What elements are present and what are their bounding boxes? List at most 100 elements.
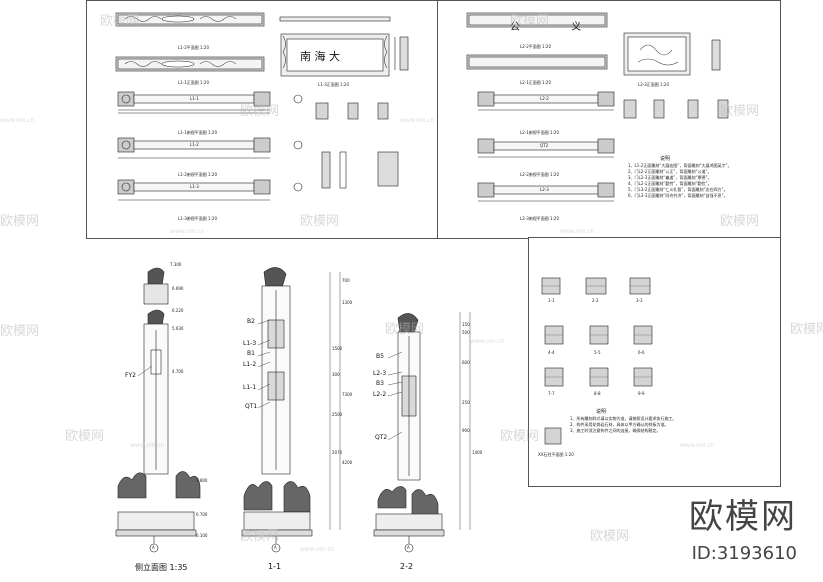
- sec2-tag-b5: B5: [376, 353, 384, 360]
- tl-panel-characters: 南 海 大: [300, 50, 340, 63]
- tr-plan-label-3: L2-3正面图 1:20: [638, 82, 670, 87]
- dim-10: 500: [462, 330, 470, 335]
- side-elevation-title: 侧立面图 1:35: [135, 563, 188, 572]
- br-tag-3: 3-3: [636, 298, 643, 303]
- br-caption: XX石柱平面图 1:20: [538, 452, 574, 457]
- watermark-logo-2: 欧模网: [510, 14, 550, 29]
- side-level-6: 1.800: [196, 478, 208, 483]
- dim-14: 900: [462, 428, 470, 433]
- sec2-tag-l2-2: L2-2: [373, 391, 387, 398]
- dim-1: 700: [342, 278, 350, 283]
- sec1-tag-l1-3: L1-3: [243, 340, 257, 347]
- tr-section-title-1: L2-1俯视平面图 1:20: [520, 130, 560, 135]
- tr-note-6: 6、门L3-3正面雕刻“同舟共济”，背面雕刻“自强不息”。: [628, 193, 728, 198]
- brand-logo: 欧模网: [689, 497, 797, 537]
- watermark-site-1: www.om.cn: [0, 117, 35, 124]
- side-level-3: 6.220: [172, 308, 184, 313]
- br-note-2: 2、构件采用花岗岩石材，具体以甲方确认的样板为准。: [570, 422, 669, 427]
- br-note-1: 1、所有雕刻样式请以实物为准，请按照设计要求执行施工。: [570, 416, 677, 421]
- tl-section-tag-1: L1-1: [190, 96, 199, 101]
- watermark-logo-14: 欧模网: [590, 529, 630, 544]
- tr-note-1: 1、L1-2正面雕刻“大展宏图”，背面雕刻“大展鸿图英才”。: [628, 163, 732, 168]
- side-level-4: 5.630: [172, 326, 184, 331]
- dim-11: 150: [462, 322, 470, 327]
- watermark-logo-1: 欧模网: [100, 14, 140, 29]
- watermark-site-5: www.om.cn: [470, 338, 505, 345]
- br-tag-4: 4-4: [548, 350, 555, 355]
- watermark-site-7: www.om.cn: [680, 442, 715, 449]
- top-right-drawing-sheet: [437, 0, 781, 239]
- tr-note-4: 4、门L2-1正面雕刻“勤劳”，背面雕刻“勤俭”。: [628, 181, 712, 186]
- section-2-title: 2-2: [400, 562, 414, 571]
- axis-mark-1: A: [152, 545, 155, 550]
- side-level-8: 0.100: [196, 533, 208, 538]
- tr-note-2: 2、门L2-2正面雕刻“公正”，背面雕刻“公道”。: [628, 169, 712, 174]
- watermark-logo-7: 欧模网: [720, 214, 760, 229]
- dim-3: 1500: [332, 346, 343, 351]
- dim-9: 1400: [472, 450, 483, 455]
- dim-4: 300: [332, 372, 340, 377]
- section-1-title: 1-1: [268, 562, 282, 571]
- tr-plan-label-2: L2-1正面图 1:20: [520, 80, 552, 85]
- dim-13: 250: [462, 400, 470, 405]
- tl-section-title-3: L1-3俯视平面图 1:20: [178, 216, 218, 221]
- side-level-5: 4.700: [172, 369, 184, 374]
- side-level-2: 6.690: [172, 286, 184, 291]
- dim-12: 600: [462, 360, 470, 365]
- brand-id: ID:3193610: [691, 543, 797, 564]
- tl-plan-label-1: L1-2平面图 1:20: [178, 45, 210, 50]
- tr-section-title-3: L2-3俯视平面图 1:20: [520, 216, 560, 221]
- side-level-1: 7.300: [170, 262, 182, 267]
- tl-section-tag-3: L1-3: [190, 184, 199, 189]
- watermark-logo-13: 欧模网: [240, 529, 280, 544]
- watermark-site-4: www.om.cn: [560, 228, 595, 235]
- dim-7: 4200: [342, 460, 353, 465]
- br-note-3: 3、施工时须注意构件之间的连接，确保结构稳定。: [570, 428, 661, 433]
- watermark-site-2: www.om.cn: [400, 117, 435, 124]
- tr-note-3: 3、门L2-3正面雕刻“義道”，背面雕刻“厚德”。: [628, 175, 712, 180]
- side-tag-fy2: FY2: [125, 372, 136, 379]
- br-tag-7: 7-7: [548, 391, 555, 396]
- tr-note-5: 5、门L3-2正面雕刻“仁义礼智”，背面雕刻“志在四方”。: [628, 187, 728, 192]
- dim-6: 2070: [332, 450, 343, 455]
- sec2-tag-b3: B3: [376, 380, 384, 387]
- watermark-logo-9: 欧模网: [385, 322, 425, 337]
- watermark-logo-3: 欧模网: [240, 104, 280, 119]
- tr-section-tag-3: L2-3: [540, 187, 549, 192]
- br-tag-1: 1-1: [548, 298, 555, 303]
- sec2-tag-l2-3: L2-3: [373, 370, 387, 377]
- watermark-logo-12: 欧模网: [500, 429, 540, 444]
- br-tag-2: 2-2: [592, 298, 599, 303]
- bottom-right-drawing-sheet: [528, 237, 781, 487]
- tl-plan-label-3: L1-3正面图 1:20: [318, 82, 350, 87]
- watermark-site-8: www.om.cn: [300, 546, 335, 553]
- watermark-site-3: www.om.cn: [170, 228, 205, 235]
- tr-plan-label-1: L2-2平面图 1:20: [520, 44, 552, 49]
- dim-5: 2500: [332, 412, 343, 417]
- tr-section-tag-2: QT2: [540, 143, 549, 148]
- tl-section-tag-2: L1-2: [190, 142, 199, 147]
- br-tag-8: 8-8: [594, 391, 601, 396]
- axis-mark-2: A: [274, 545, 277, 550]
- dim-2: 1300: [342, 300, 353, 305]
- tr-panel-characters: 公 义: [510, 22, 606, 33]
- watermark-logo-5: 欧模网: [0, 214, 40, 229]
- sec1-tag-b1: B1: [247, 350, 255, 357]
- tr-section-title-2: L2-2俯视平面图 1:20: [520, 172, 560, 177]
- watermark-logo-11: 欧模网: [65, 429, 105, 444]
- br-notes-title: 说明: [596, 409, 607, 415]
- br-tag-6: 6-6: [638, 350, 645, 355]
- tr-section-tag-1: L2-2: [540, 96, 549, 101]
- axis-mark-3: A: [407, 545, 410, 550]
- sec1-tag-qt1: QT1: [245, 403, 258, 410]
- dim-8: 7300: [342, 392, 353, 397]
- tl-section-title-2: L1-2俯视平面图 1:20: [178, 172, 218, 177]
- sec1-tag-l1-1: L1-1: [243, 384, 257, 391]
- tl-section-title-1: L1-1俯视平面图 1:20: [178, 130, 218, 135]
- watermark-logo-8: 欧模网: [0, 324, 40, 339]
- watermark-logo-10: 欧模网: [790, 322, 823, 337]
- watermark-logo-4: 欧模网: [720, 104, 760, 119]
- watermark-logo-6: 欧模网: [300, 214, 340, 229]
- tl-plan-label-2: L1-1正面图 1:20: [178, 80, 210, 85]
